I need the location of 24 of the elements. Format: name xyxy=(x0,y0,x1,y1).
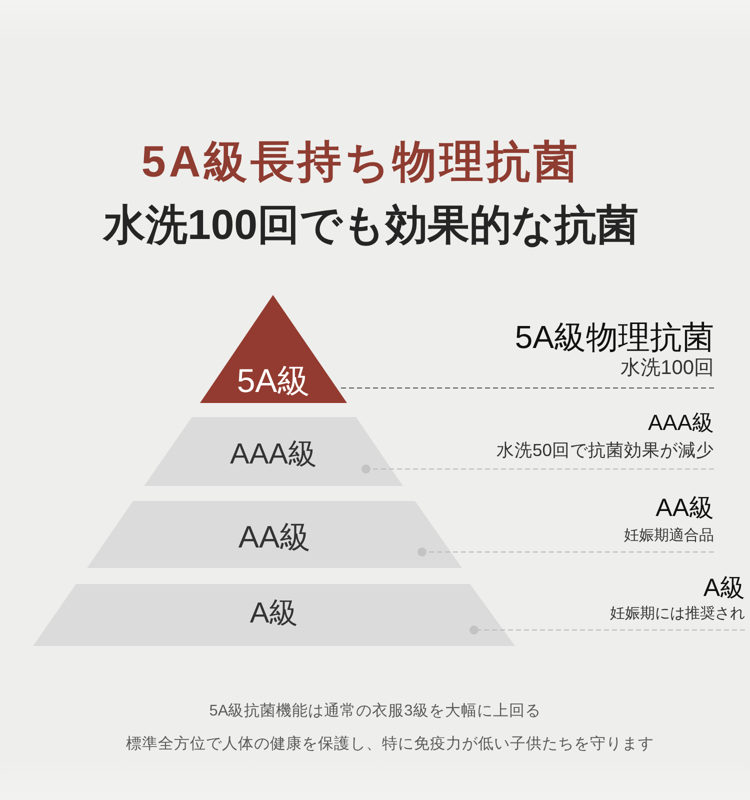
leader-line xyxy=(339,387,714,389)
grade-note: 水洗100回 xyxy=(620,356,714,380)
pyramid-tier xyxy=(87,501,462,568)
grade-heading: A級 xyxy=(703,573,745,603)
description-text: 標準全方位で人体の健康を保護し、特に免疫力が低い子供たちを守ります xyxy=(126,736,654,754)
grade-note: 妊娠期には推奨され xyxy=(610,605,745,623)
description-text: 5A級抗菌機能は通常の衣服3級を大幅に上回る xyxy=(209,702,541,722)
subtitle: 水洗100回でも効果的な抗菌 xyxy=(103,200,639,250)
grade-heading: 5A級物理抗菌 xyxy=(514,318,714,356)
leader-line xyxy=(470,626,745,634)
grade-heading: AA級 xyxy=(656,493,714,523)
grade-heading: AAA級 xyxy=(648,410,714,436)
tier-label: 5A級 xyxy=(236,361,310,401)
grade-note: 水洗50回で抗菌効果が減少 xyxy=(496,440,714,461)
leader-line xyxy=(362,464,714,474)
tier-label: A級 xyxy=(250,596,298,632)
leader-line xyxy=(418,548,714,556)
pyramid-tier xyxy=(200,295,347,403)
pyramid-tier xyxy=(144,417,403,486)
tier-label: AA級 xyxy=(238,518,311,556)
tier-label: AAA級 xyxy=(230,438,318,472)
grade-note: 妊娠期適合品 xyxy=(624,527,714,545)
pyramid-tier xyxy=(33,584,515,646)
title: 5A級長持ち物理抗菌 xyxy=(141,136,581,189)
